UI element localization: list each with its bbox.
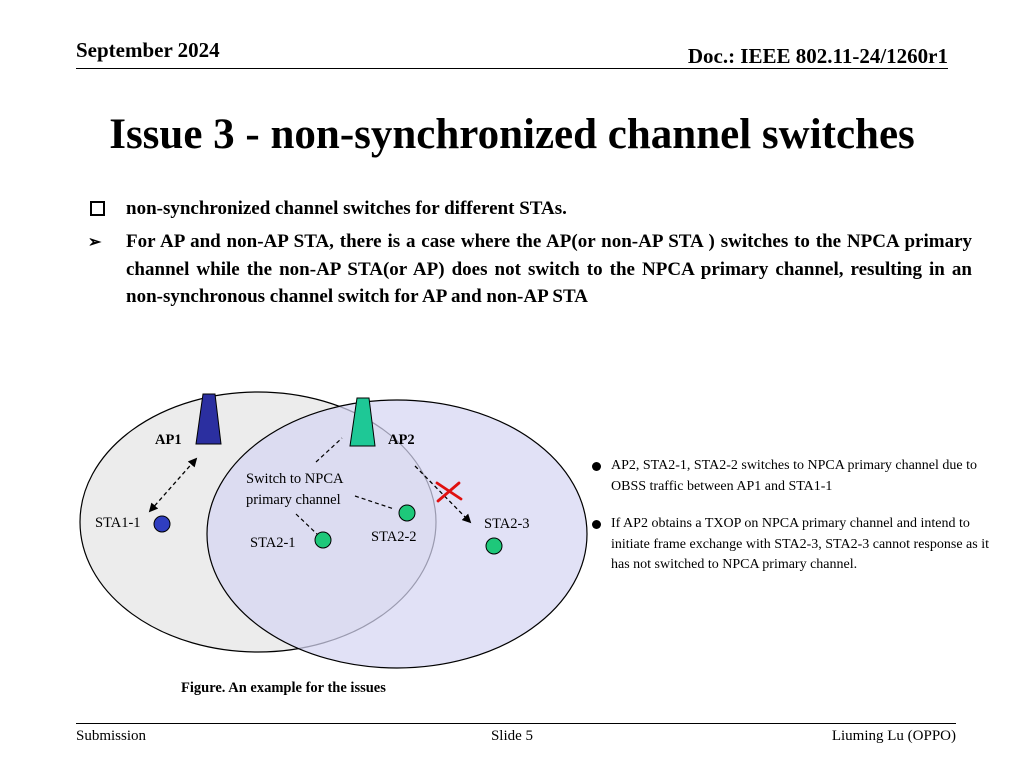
ap2-sta2-3-link-arrow (414, 465, 472, 524)
square-bullet-icon (88, 195, 126, 225)
sta1-1-label: STA1-1 (95, 515, 141, 531)
note-item-1: AP2, STA2-1, STA2-2 switches to NPCA pri… (592, 456, 997, 497)
sta2-3-label: STA2-3 (484, 516, 530, 532)
footer-rule (76, 723, 956, 724)
note-item-2: If AP2 obtains a TXOP on NPCA primary ch… (592, 514, 997, 576)
sta2-1-node (314, 531, 332, 549)
failed-link-cross-icon (435, 481, 463, 503)
switch-note-line1: Switch to NPCA (246, 471, 344, 487)
note-text-2: If AP2 obtains a TXOP on NPCA primary ch… (611, 516, 989, 572)
figure-caption: Figure. An example for the issues (181, 680, 386, 696)
ap2-label: AP2 (388, 432, 415, 448)
note-text-1: AP2, STA2-1, STA2-2 switches to NPCA pri… (611, 458, 978, 494)
switch-note-line2: primary channel (246, 492, 341, 508)
sta2-1-pointer-line (295, 513, 319, 536)
bullet-text-2: For AP and non-AP STA, there is a case w… (126, 231, 972, 307)
network-diagram: AP1 AP2 STA1-1 STA2-1 STA2-2 STA2-3 Swit… (79, 391, 588, 669)
header-rule (76, 68, 948, 69)
sta2-2-label: STA2-2 (371, 529, 417, 545)
ap2-pointer-line (315, 437, 343, 463)
bullet-item-1: non-synchronized channel switches for di… (88, 195, 972, 223)
sta1-1-node (153, 515, 171, 533)
bullet-dot-icon (592, 520, 601, 529)
header-doc-id: Doc.: IEEE 802.11-24/1260r1 (687, 44, 948, 68)
footer-submission: Submission (76, 728, 147, 744)
bullet-text-1: non-synchronized channel switches for di… (126, 198, 567, 219)
sta2-3-node (485, 537, 503, 555)
ap1-sta1-1-link-arrow (148, 457, 198, 513)
sta2-2-node (398, 504, 416, 522)
arrow-bullet-icon: ➢ (88, 234, 102, 251)
ap1-label: AP1 (155, 432, 182, 448)
ap2-coverage-cell (206, 399, 588, 669)
ap1-antenna-icon (195, 393, 222, 445)
bullet-item-2: ➢ For AP and non-AP STA, there is a case… (88, 228, 972, 311)
bullet-dot-icon (592, 462, 601, 471)
footer-author: Liuming Lu (OPPO) (831, 728, 956, 744)
footer-slide-number: Slide 5 (490, 728, 534, 744)
ap2-antenna-icon (349, 397, 376, 447)
slide-title: Issue 3 - non-synchronized channel switc… (109, 111, 915, 158)
sta2-1-label: STA2-1 (250, 535, 296, 551)
header-date: September 2024 (76, 38, 220, 62)
